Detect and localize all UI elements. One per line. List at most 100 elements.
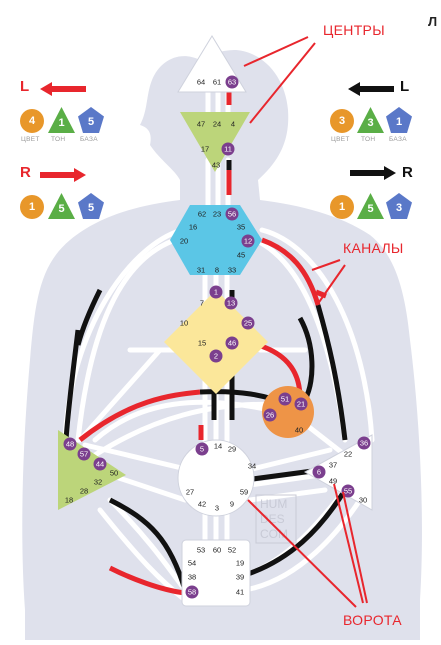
gate-13: 13 (227, 299, 235, 308)
gate-active-marker (185, 585, 199, 599)
gate-active-marker (241, 234, 255, 248)
center-solar-plexus (303, 434, 373, 511)
gate-15: 15 (198, 339, 206, 348)
right-base-value: 1 (395, 116, 403, 128)
gate-20: 20 (180, 237, 188, 246)
gate-11: 11 (224, 145, 232, 154)
left-r-base-value: 5 (87, 202, 95, 214)
gate-33: 33 (228, 266, 236, 275)
gate-34: 34 (248, 462, 256, 471)
gate-6: 6 (317, 468, 321, 477)
gate-8: 8 (215, 266, 219, 275)
right-r-label: R (402, 164, 413, 181)
center-root (181, 539, 251, 607)
gate-10: 10 (180, 319, 188, 328)
right-r-base-pentagon-icon (386, 193, 412, 219)
gate-52: 52 (228, 546, 236, 555)
right-r-tone-triangle-icon (357, 193, 384, 219)
right-color-badge: 3 (330, 109, 354, 133)
gate-40: 40 (295, 426, 303, 435)
gate-58: 58 (188, 588, 196, 597)
gate-54: 54 (188, 559, 196, 568)
gate-50: 50 (110, 469, 118, 478)
gate-47: 47 (197, 120, 205, 129)
gate-active-marker (278, 392, 292, 406)
right-arrow-icon (40, 168, 86, 182)
gate-24: 24 (213, 120, 221, 129)
gate-55: 55 (344, 487, 352, 496)
center-g (164, 290, 268, 394)
right-label: L (400, 78, 410, 95)
watermark-line: HUM (260, 497, 287, 511)
right-r-base-value: 3 (395, 202, 403, 214)
gate-active-marker (225, 75, 239, 89)
gate-35: 35 (237, 223, 245, 232)
center-spleen (58, 430, 126, 510)
gate-64: 64 (197, 78, 205, 87)
gate-22: 22 (344, 450, 352, 459)
gate-56: 56 (228, 210, 236, 219)
gate-23: 23 (213, 210, 221, 219)
right-caption-base: БАЗА (389, 136, 407, 143)
left-arrow-black-icon (348, 82, 394, 96)
left-caption-tone: ТОН (51, 136, 66, 143)
left-base-pentagon-icon (78, 107, 104, 133)
left-tone-value: 1 (58, 117, 65, 129)
right-tone-value: 3 (367, 117, 374, 129)
gate-active-marker (225, 207, 239, 221)
gate-2: 2 (214, 352, 218, 361)
watermark-line: DES (260, 512, 285, 526)
gate-7: 7 (200, 299, 204, 308)
gate-45: 45 (237, 251, 245, 260)
right-caption-tone: ТОН (361, 136, 376, 143)
left-r-base-pentagon-icon (78, 193, 104, 219)
gate-59: 59 (240, 488, 248, 497)
gate-26: 26 (266, 411, 274, 420)
right-r-tone-value: 5 (367, 203, 374, 215)
callout-gates: ВОРОТА (343, 612, 402, 628)
gate-4: 4 (231, 120, 235, 129)
gate-62: 62 (198, 210, 206, 219)
right-base-pentagon-icon (386, 107, 412, 133)
left-arrow-icon (40, 82, 86, 96)
gate-27: 27 (186, 488, 194, 497)
gate-active-marker (63, 437, 77, 451)
gate-3: 3 (215, 504, 219, 513)
gate-active-marker (294, 397, 308, 411)
corner-text: Л (428, 14, 438, 29)
gate-1: 1 (214, 288, 218, 297)
gate-36: 36 (360, 439, 368, 448)
gate-19: 19 (236, 559, 244, 568)
gate-14: 14 (214, 442, 222, 451)
callout-channels: КАНАЛЫ (343, 240, 404, 256)
gate-57: 57 (80, 450, 88, 459)
right-tone-triangle-icon (357, 107, 384, 133)
left-caption-color: ЦВЕТ (21, 136, 40, 143)
gate-21: 21 (297, 400, 305, 409)
gate-29: 29 (228, 445, 236, 454)
gate-63: 63 (228, 78, 236, 87)
gate-active-marker (209, 285, 223, 299)
gate-60: 60 (213, 546, 221, 555)
gate-51: 51 (281, 395, 289, 404)
left-color-badge: 4 (20, 109, 44, 133)
gate-active-marker (357, 436, 371, 450)
gate-25: 25 (244, 319, 252, 328)
center-ajna (180, 112, 250, 172)
center-sacral (177, 439, 255, 517)
gate-active-marker (93, 457, 107, 471)
callout-lines (243, 36, 368, 608)
gate-active-marker (195, 442, 209, 456)
gate-12: 12 (244, 237, 252, 246)
left-caption-base: БАЗА (80, 136, 98, 143)
gate-active-marker (224, 296, 238, 310)
gate-28: 28 (80, 487, 88, 496)
gate-18: 18 (65, 496, 73, 505)
gate-39: 39 (236, 573, 244, 582)
gate-30: 30 (359, 496, 367, 505)
gate-9: 9 (230, 500, 234, 509)
gate-46: 46 (228, 339, 236, 348)
left-label: L (20, 78, 30, 95)
